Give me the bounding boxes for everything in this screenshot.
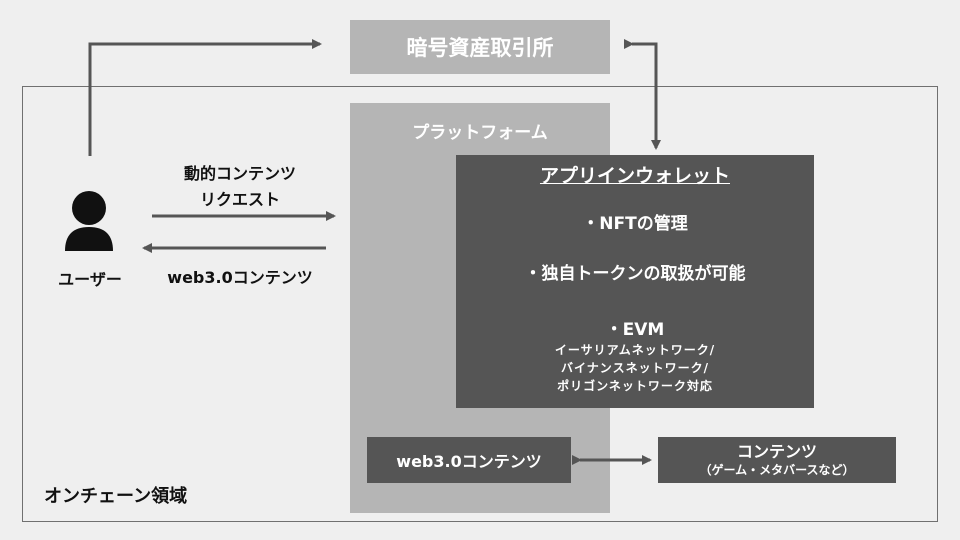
onchain-region-label: オンチェーン領域 — [44, 486, 188, 507]
onchain-region — [22, 86, 938, 522]
contents-subtitle: （ゲーム・メタバースなど） — [699, 463, 855, 477]
wallet-feature-nft: ・NFTの管理 — [582, 214, 688, 234]
contents-title: コンテンツ — [736, 442, 817, 461]
wallet-feature-token: ・独自トークンの取扱が可能 — [524, 264, 746, 284]
network-ethereum: イーサリアムネットワーク/ — [554, 343, 716, 357]
user-label: ユーザー — [58, 270, 122, 289]
network-binance: バイナンスネットワーク/ — [561, 361, 709, 375]
request-label-line1: 動的コンテンツ — [183, 164, 296, 183]
contents-box: コンテンツ （ゲーム・メタバースなど） — [658, 437, 896, 483]
request-label-line2: リクエスト — [199, 190, 280, 209]
platform-label: プラットフォーム — [412, 123, 548, 143]
arrow-user-to-exchange — [88, 39, 322, 156]
arrow-exchange-wallet — [624, 39, 661, 150]
user-icon — [65, 191, 113, 251]
web3-content-box: web3.0コンテンツ — [367, 437, 571, 483]
in-app-wallet-box: アプリインウォレット ・NFTの管理 ・独自トークンの取扱が可能 ・EVM イー… — [456, 155, 814, 408]
wallet-feature-evm: ・EVM — [605, 320, 665, 340]
response-label: web3.0コンテンツ — [167, 268, 313, 287]
wallet-title: アプリインウォレット — [539, 165, 730, 187]
crypto-exchange-box: 暗号資産取引所 — [350, 20, 610, 74]
network-polygon: ポリゴンネットワーク対応 — [557, 379, 713, 393]
